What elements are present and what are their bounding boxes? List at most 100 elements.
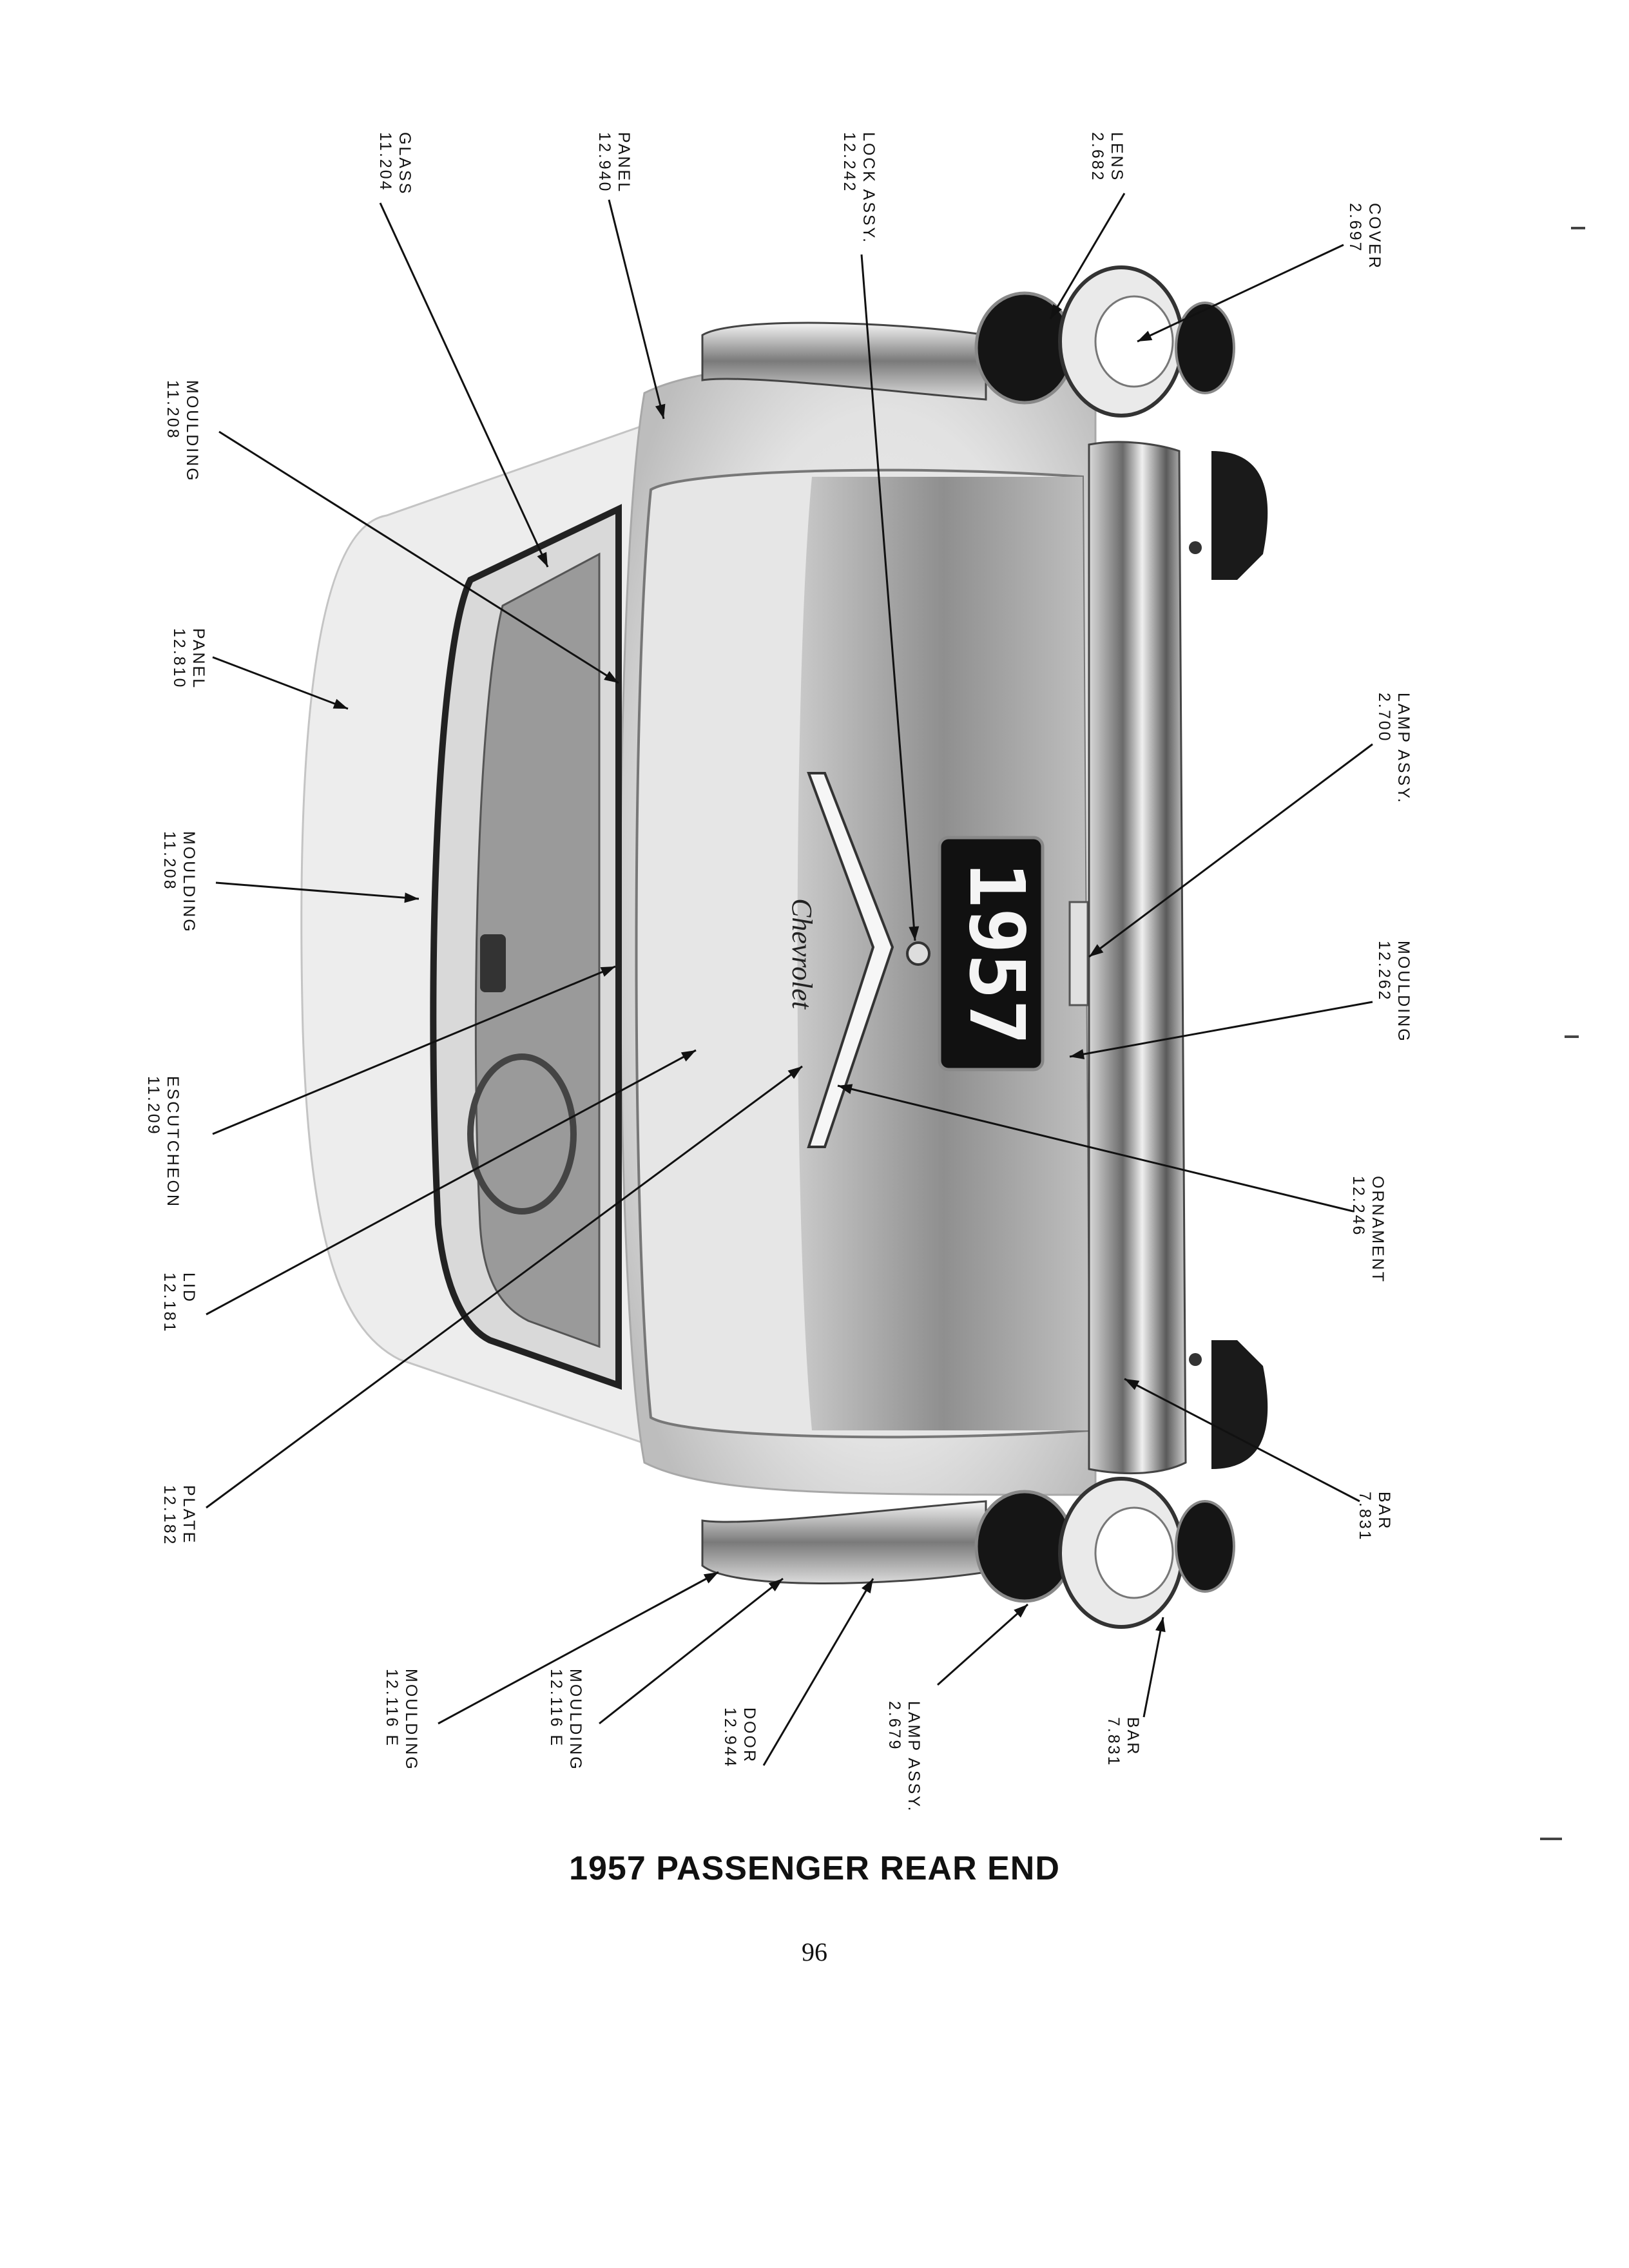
leader-line xyxy=(212,965,616,1135)
callout-label: 12.116 EMOULDING xyxy=(383,1669,420,1771)
part-name: ESCUTCHEON xyxy=(164,1076,182,1208)
part-name: MOULDING xyxy=(180,831,198,934)
edge-mark xyxy=(1565,1035,1579,1038)
part-number: 12.940 xyxy=(595,132,613,193)
part-number: 2.682 xyxy=(1088,132,1106,182)
callout-panel-12-940: 12.940PANEL xyxy=(595,132,666,419)
callout-label: 12.940PANEL xyxy=(595,132,633,193)
callout-label: 12.810PANEL xyxy=(170,628,207,689)
part-number: 12.262 xyxy=(1375,941,1393,1001)
part-name: DOOR xyxy=(740,1707,758,1763)
bumper-bolt-bottom xyxy=(1189,1353,1202,1366)
part-number: 12.944 xyxy=(721,1707,739,1768)
leader-line xyxy=(438,1571,719,1725)
leader-line xyxy=(937,1603,1028,1686)
callout-label: 11.204GLASS xyxy=(376,132,414,195)
callout-bar-7-831-a: 7.831BAR xyxy=(1124,1378,1393,1542)
tail-lamp-cluster-bottom xyxy=(974,1477,1235,1629)
edge-mark xyxy=(1571,227,1585,229)
leader-line xyxy=(1049,193,1126,320)
part-name: MOULDING xyxy=(566,1669,584,1771)
callout-plate-12-182: 12.182PLATE xyxy=(160,1065,803,1546)
callout-label: 7.831BAR xyxy=(1104,1717,1142,1767)
leader-line xyxy=(1088,743,1373,958)
arrowhead xyxy=(333,698,348,709)
leader-line xyxy=(1069,1001,1373,1058)
part-name: PANEL xyxy=(189,628,207,689)
part-name: LAMP ASSY. xyxy=(1394,693,1412,805)
arrowhead xyxy=(600,966,615,977)
arrowhead xyxy=(861,1579,873,1594)
callout-door-12-944: 12.944DOOR xyxy=(721,1578,874,1768)
rearview-mirror xyxy=(480,934,506,992)
arrowhead xyxy=(703,1572,718,1584)
callout-escutcheon-11-209: 11.209ESCUTCHEON xyxy=(144,965,616,1208)
leader-line xyxy=(215,881,419,900)
leader-line xyxy=(218,430,619,684)
callout-lamp-2-679: 2.679LAMP ASSY. xyxy=(885,1603,1028,1813)
part-name: LENS xyxy=(1108,132,1126,182)
script-badge: Chevrolet xyxy=(786,898,818,1010)
callout-moulding-11-208-b: 11.208MOULDING xyxy=(160,831,419,934)
arrowhead xyxy=(1089,944,1104,957)
part-name: LOCK ASSY. xyxy=(860,132,878,244)
part-number: 7.831 xyxy=(1104,1717,1123,1767)
license-lamp xyxy=(1068,901,1089,1006)
arrowhead xyxy=(1014,1604,1028,1618)
callout-lens-2-682: 2.682LENS xyxy=(1049,132,1126,320)
part-name: BAR xyxy=(1124,1717,1142,1756)
arrowhead xyxy=(655,403,666,419)
part-name: MOULDING xyxy=(402,1669,420,1771)
page-number: 96 xyxy=(802,1937,827,1966)
callout-bar-7-831-b: 7.831BAR xyxy=(1104,1617,1166,1767)
part-number: 2.679 xyxy=(885,1701,903,1751)
callout-label: 11.209ESCUTCHEON xyxy=(144,1076,182,1208)
callout-label: 12.181LID xyxy=(160,1273,198,1333)
callout-lamp-2-700: 2.700LAMP ASSY. xyxy=(1088,693,1412,958)
arrowhead xyxy=(787,1066,802,1079)
leader-line xyxy=(599,1577,784,1725)
callout-label: 11.208MOULDING xyxy=(164,380,201,483)
leader-line xyxy=(1124,1378,1360,1503)
callout-label: 2.700LAMP ASSY. xyxy=(1375,693,1412,805)
callout-moulding-12-116e-a: 12.116 EMOULDING xyxy=(383,1571,719,1771)
part-number: 12.116 E xyxy=(547,1669,565,1747)
part-name: BAR xyxy=(1375,1492,1393,1530)
tail-fin-top xyxy=(701,322,987,401)
trunk-lock xyxy=(906,941,930,966)
license-plate xyxy=(938,836,1045,1072)
part-number: 2.697 xyxy=(1346,203,1364,253)
callout-label: 7.831BAR xyxy=(1356,1492,1393,1542)
arrowhead xyxy=(909,926,920,941)
arrowhead xyxy=(604,671,619,683)
part-number: 2.700 xyxy=(1375,693,1393,743)
part-number: 11.208 xyxy=(164,380,182,440)
callout-ornament-12-246: 12.246ORNAMENT xyxy=(837,1084,1387,1283)
bumper-guard-top xyxy=(1211,451,1268,580)
callout-label: 12.242LOCK ASSY. xyxy=(840,132,878,244)
callout-lid-12-181: 12.181LID xyxy=(160,1049,697,1333)
part-number: 11.204 xyxy=(376,132,394,192)
leader-line xyxy=(212,656,349,710)
arrowhead xyxy=(838,1084,853,1094)
callout-label: 2.682LENS xyxy=(1088,132,1126,182)
part-name: LID xyxy=(180,1273,198,1303)
arrowhead xyxy=(1137,331,1153,341)
part-number: 12.181 xyxy=(160,1273,178,1333)
part-name: GLASS xyxy=(396,132,414,195)
callout-label: 2.697COVER xyxy=(1346,203,1383,270)
arrowhead xyxy=(1050,303,1063,319)
part-name: PLATE xyxy=(180,1485,198,1544)
part-number: 12.810 xyxy=(170,628,188,689)
callout-label: 12.262MOULDING xyxy=(1375,941,1412,1043)
leader-line xyxy=(1137,244,1344,343)
part-name: PANEL xyxy=(615,132,633,193)
part-number: 12.246 xyxy=(1349,1176,1367,1236)
callout-label: 2.679LAMP ASSY. xyxy=(885,1701,923,1813)
callout-label: 12.944DOOR xyxy=(721,1707,758,1768)
part-name: MOULDING xyxy=(1394,941,1412,1043)
leader-line xyxy=(1142,1617,1164,1718)
part-number: 11.208 xyxy=(160,831,178,891)
